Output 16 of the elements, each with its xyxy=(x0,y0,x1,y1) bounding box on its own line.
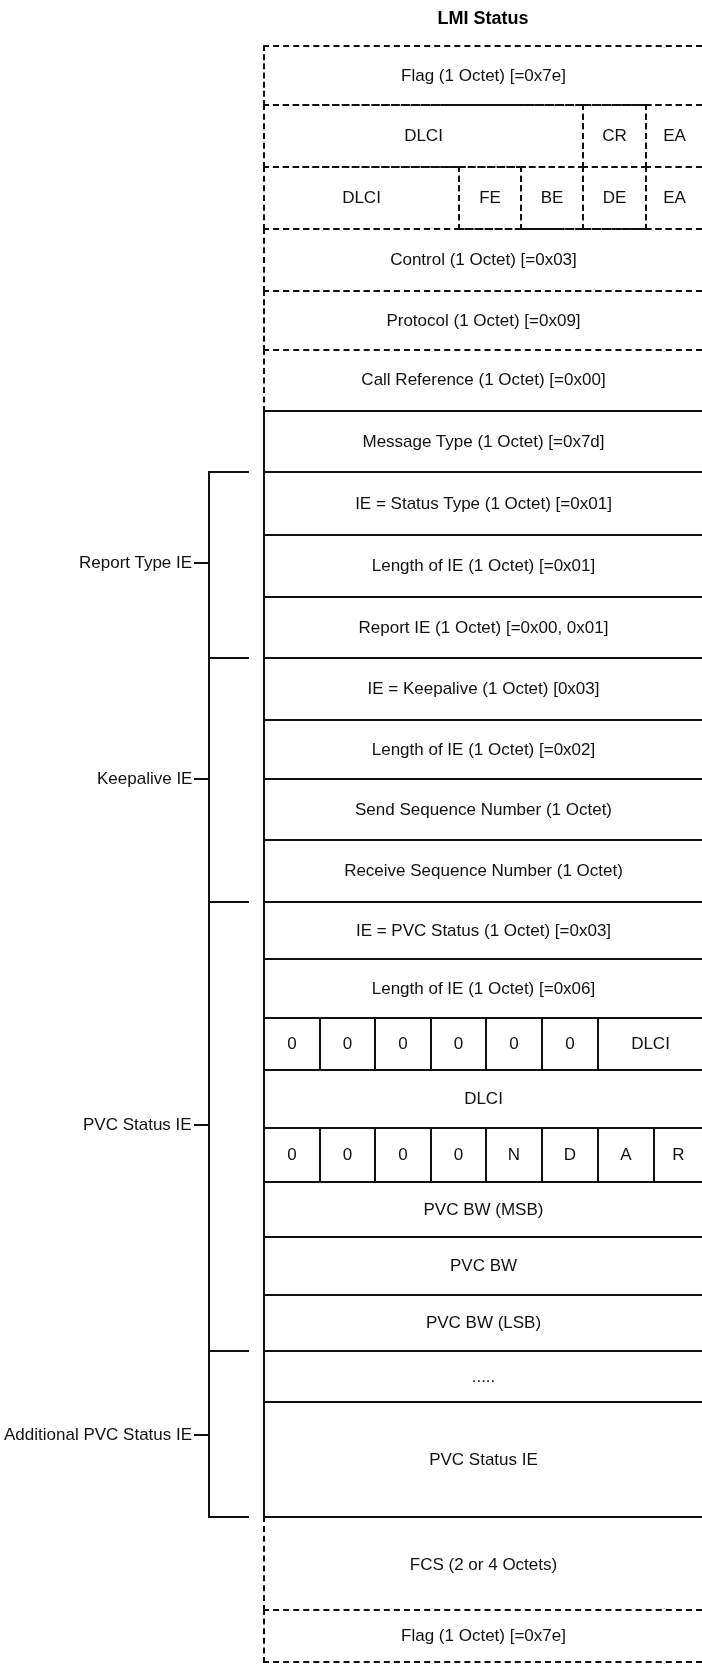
field-cell: FE xyxy=(458,166,522,230)
field-cell: FCS (2 or 4 Octets) xyxy=(263,1516,702,1611)
field-cell: DE xyxy=(582,166,647,230)
field-cell: Flag (1 Octet) [=0x7e] xyxy=(263,45,702,106)
field-cell: BE xyxy=(520,166,584,230)
field-cell: Call Reference (1 Octet) [=0x00] xyxy=(263,349,702,412)
field-cell: Flag (1 Octet) [=0x7e] xyxy=(263,1609,702,1663)
bracket-label: Keepalive IE xyxy=(97,768,193,790)
bracket-label: Additional PVC Status IE xyxy=(4,1424,193,1446)
field-cell: Protocol (1 Octet) [=0x09] xyxy=(263,290,702,351)
bracket-label: PVC Status IE xyxy=(83,1114,192,1136)
field-cell: DLCI xyxy=(263,104,584,168)
field-cell: DLCI xyxy=(263,166,460,230)
diagram-title: LMI Status xyxy=(436,8,530,29)
field-cell: CR xyxy=(582,104,647,168)
bracket-label: Report Type IE xyxy=(79,552,193,574)
